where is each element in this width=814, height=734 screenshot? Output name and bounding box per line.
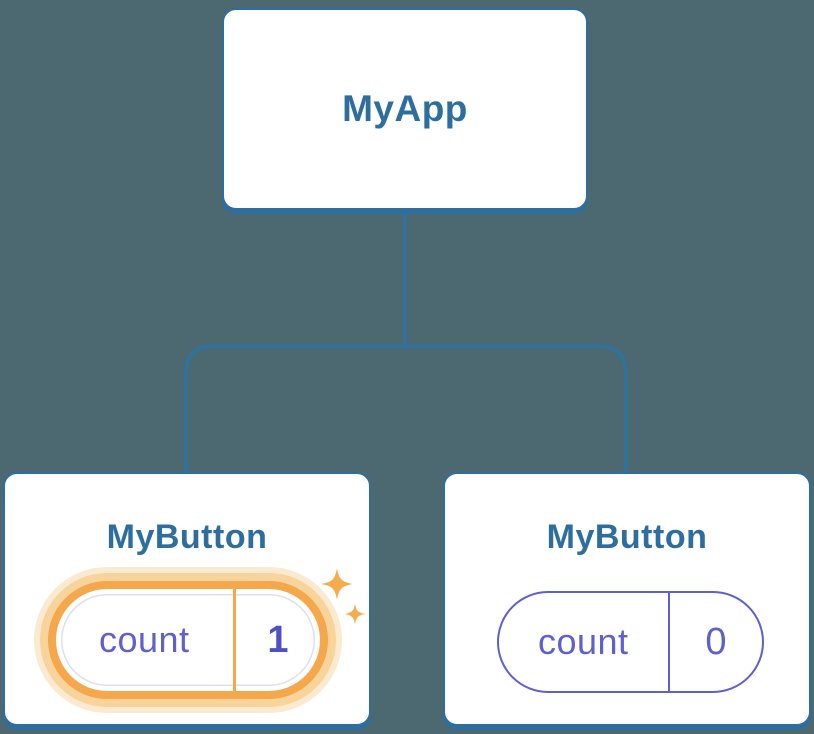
component-node-mybutton-left: MyButton count 1 [3, 472, 371, 726]
state-label: count [98, 619, 190, 660]
state-pill: count 0 [497, 591, 764, 693]
component-node-title: MyButton [546, 518, 708, 556]
component-node-myapp: MyApp [222, 8, 588, 210]
component-node-title: MyButton [106, 518, 268, 556]
pill-divider [232, 589, 236, 691]
connector-bracket [184, 344, 628, 472]
sparkle-large-icon [321, 568, 353, 600]
state-value: 1 [267, 618, 289, 661]
component-node-mybutton-right: MyButton count 0 [443, 472, 811, 726]
state-value: 0 [705, 620, 727, 663]
state-pill-highlighted: count 1 [48, 581, 328, 699]
component-node-title: MyApp [342, 88, 468, 129]
pill-divider [667, 593, 670, 691]
sparkle-small-icon [344, 603, 366, 625]
state-label: count [537, 621, 629, 662]
